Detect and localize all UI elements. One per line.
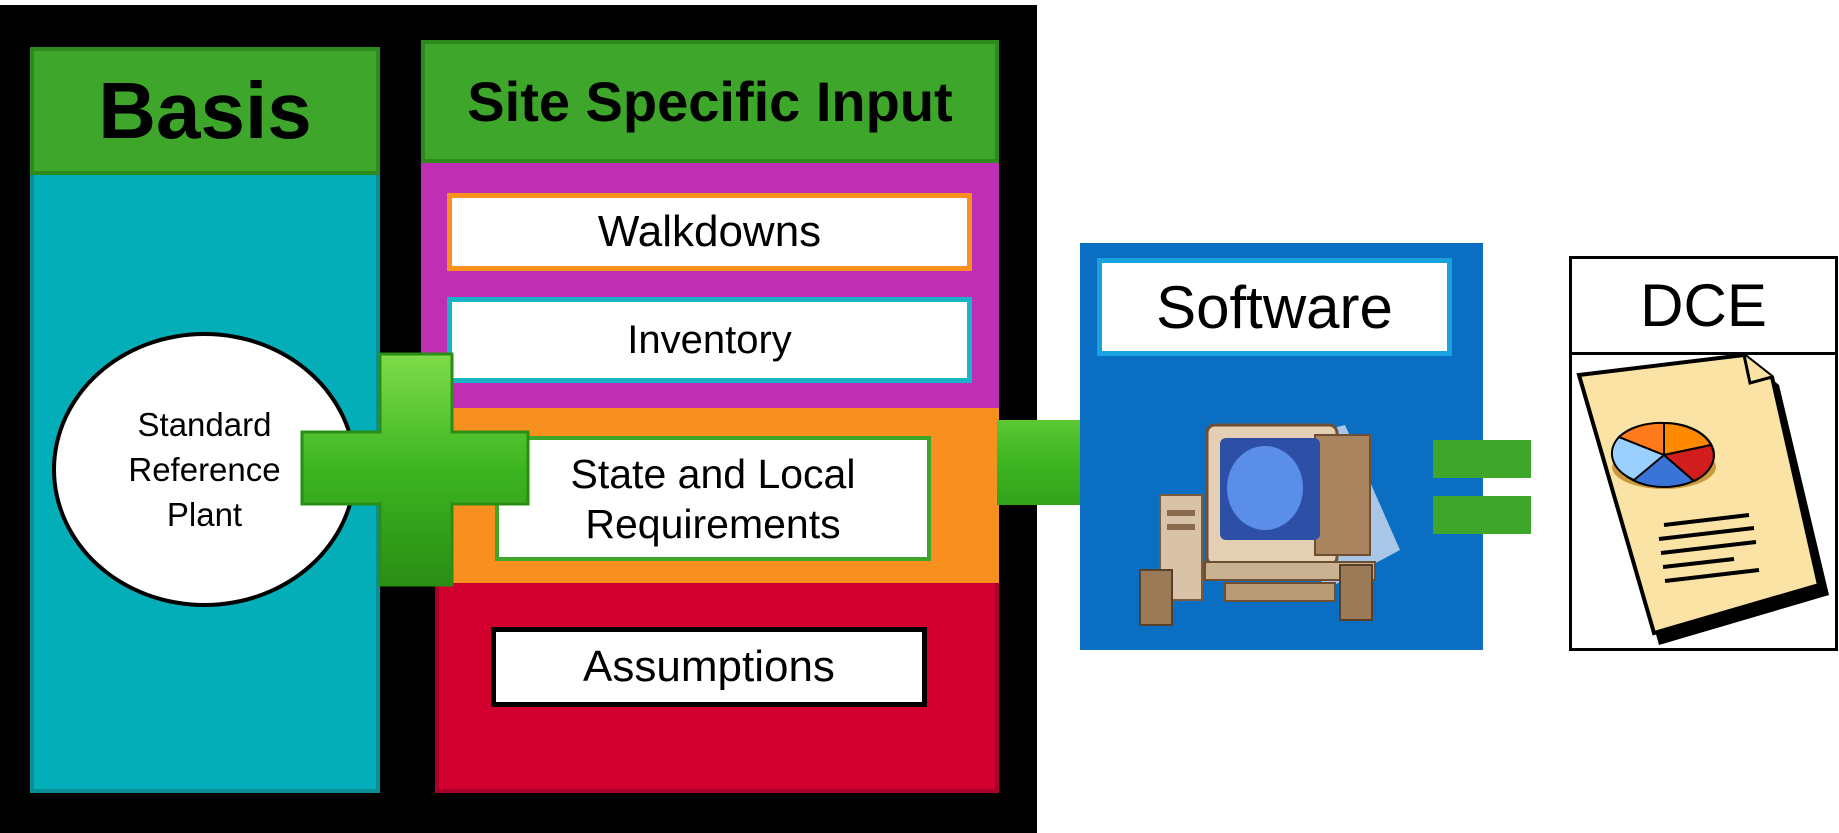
- inventory-box: Inventory: [447, 297, 972, 383]
- equals-icon: [1433, 440, 1531, 534]
- inventory-label: Inventory: [627, 317, 792, 362]
- standard-reference-plant-circle: Standard Reference Plant: [52, 332, 357, 607]
- walkdowns-label: Walkdowns: [597, 207, 822, 256]
- state-local-requirements-box: State and Local Requirements: [495, 436, 931, 561]
- software-label: Software: [1156, 273, 1393, 341]
- software-label-box: Software: [1097, 258, 1452, 356]
- standard-reference-plant-label: Standard Reference Plant: [128, 406, 281, 533]
- document-pie-chart-icon: [1576, 355, 1829, 645]
- site-specific-input-title: Site Specific Input: [467, 70, 953, 133]
- assumptions-label: Assumptions: [583, 642, 835, 691]
- dce-label: DCE: [1640, 272, 1767, 339]
- basis-title: Basis: [98, 66, 312, 155]
- plus-icon: [300, 352, 530, 587]
- assumptions-box: Assumptions: [491, 627, 927, 707]
- state-local-requirements-label: State and Local Requirements: [570, 450, 856, 547]
- basis-header: Basis: [30, 47, 380, 175]
- walkdowns-box: Walkdowns: [447, 193, 972, 271]
- site-specific-input-header: Site Specific Input: [421, 40, 999, 163]
- computer-icon: [1139, 423, 1400, 626]
- dce-label-box: DCE: [1569, 256, 1838, 355]
